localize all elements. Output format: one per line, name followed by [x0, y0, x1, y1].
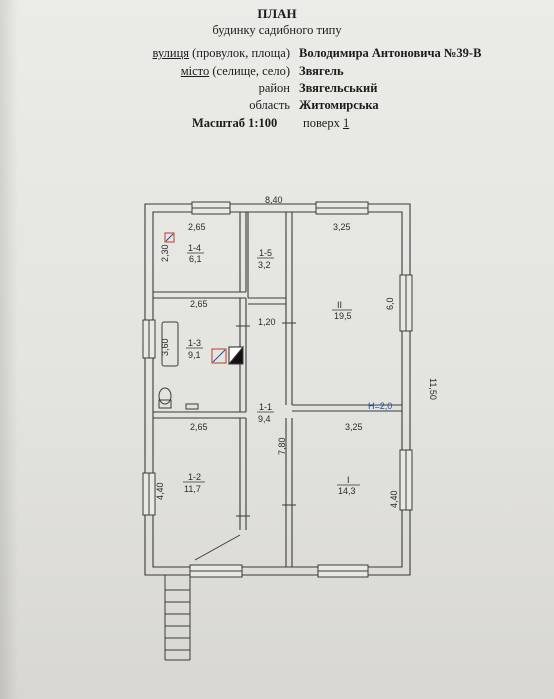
sink [185, 403, 199, 410]
room-id: 1-2 [188, 472, 201, 482]
entrance-stairs [164, 534, 241, 661]
room-1-3: 1-3 9,1 [186, 338, 203, 360]
street-value: Володимира Антоновича №39-В [299, 46, 482, 60]
boiler-fixture [164, 232, 175, 243]
windows [142, 201, 413, 578]
height-label: H=2,0 [368, 401, 392, 411]
region-label: область [249, 98, 290, 112]
outer-walls [144, 203, 411, 576]
dim-265-top: 2,65 [188, 222, 206, 232]
dim-440-left: 4,40 [155, 482, 165, 500]
city-label: місто (селище, село) [10, 64, 290, 79]
room-1-2: 1-2 11,7 [183, 472, 205, 494]
dim-265-mid: 2,65 [190, 299, 208, 309]
bathtub [161, 321, 179, 367]
dim-overall-width: 8,40 [265, 195, 283, 205]
room-area: 9,4 [258, 414, 271, 424]
room-area: 3,2 [258, 260, 271, 270]
door-ticks [236, 322, 296, 517]
dim-230: 2,30 [160, 244, 170, 262]
dim-120: 1,20 [258, 317, 276, 327]
room-area: 9,1 [188, 350, 201, 360]
city-value: Звягель [299, 64, 344, 78]
dim-60: 6,0 [385, 297, 395, 310]
city-label-rest: (селище, село) [209, 64, 290, 78]
dim-780: 7,80 [277, 437, 287, 455]
city-label-underlined: місто [180, 64, 210, 78]
gas-boiler [211, 348, 227, 364]
dim-325-top: 3,25 [333, 222, 351, 232]
room-1-1: 1-1 9,4 [257, 402, 274, 424]
room-I: I 14,3 [337, 475, 360, 496]
room-id: 1-4 [188, 243, 201, 253]
fixtures [158, 232, 244, 410]
street-label: вулиця (провулок, площа) [10, 46, 290, 61]
interior-walls [153, 212, 402, 567]
scale-label: Масштаб 1:100 [192, 116, 278, 130]
dim-265-low: 2,65 [190, 422, 208, 432]
district-value: Звягельський [299, 81, 378, 95]
dim-overall-length: 11,50 [428, 378, 438, 400]
room-1-4: 1-4 6,1 [187, 243, 204, 264]
room-II: II 19,5 [332, 300, 352, 321]
street-label-rest: (провулок, площа) [189, 46, 290, 60]
toilet [158, 387, 172, 405]
document-title: ПЛАН [257, 6, 297, 21]
room-id: 1-3 [188, 338, 201, 348]
room-area: 14,3 [338, 486, 356, 496]
page-shadow [0, 0, 18, 699]
room-id: 1-5 [259, 248, 272, 258]
region-value: Житомирська [299, 98, 379, 112]
room-area: 6,1 [189, 254, 202, 264]
room-1-5: 1-5 3,2 [257, 248, 274, 270]
floor-label-text: поверх [303, 116, 340, 130]
dim-325-low: 3,25 [345, 422, 363, 432]
room-id: I [347, 475, 350, 485]
document-subtitle: будинку садибного типу [212, 23, 342, 37]
floor-label: поверх 1 [303, 116, 349, 131]
street-label-underlined: вулиця [152, 46, 190, 60]
room-area: 11,7 [184, 484, 201, 494]
room-id: 1-1 [259, 402, 272, 412]
dim-360: 3,60 [160, 338, 170, 356]
floor-value: 1 [342, 116, 350, 130]
room-id: II [337, 300, 342, 310]
room-area: 19,5 [334, 311, 352, 321]
district-label: район [258, 81, 290, 95]
dim-440-right: 4,40 [389, 490, 399, 508]
